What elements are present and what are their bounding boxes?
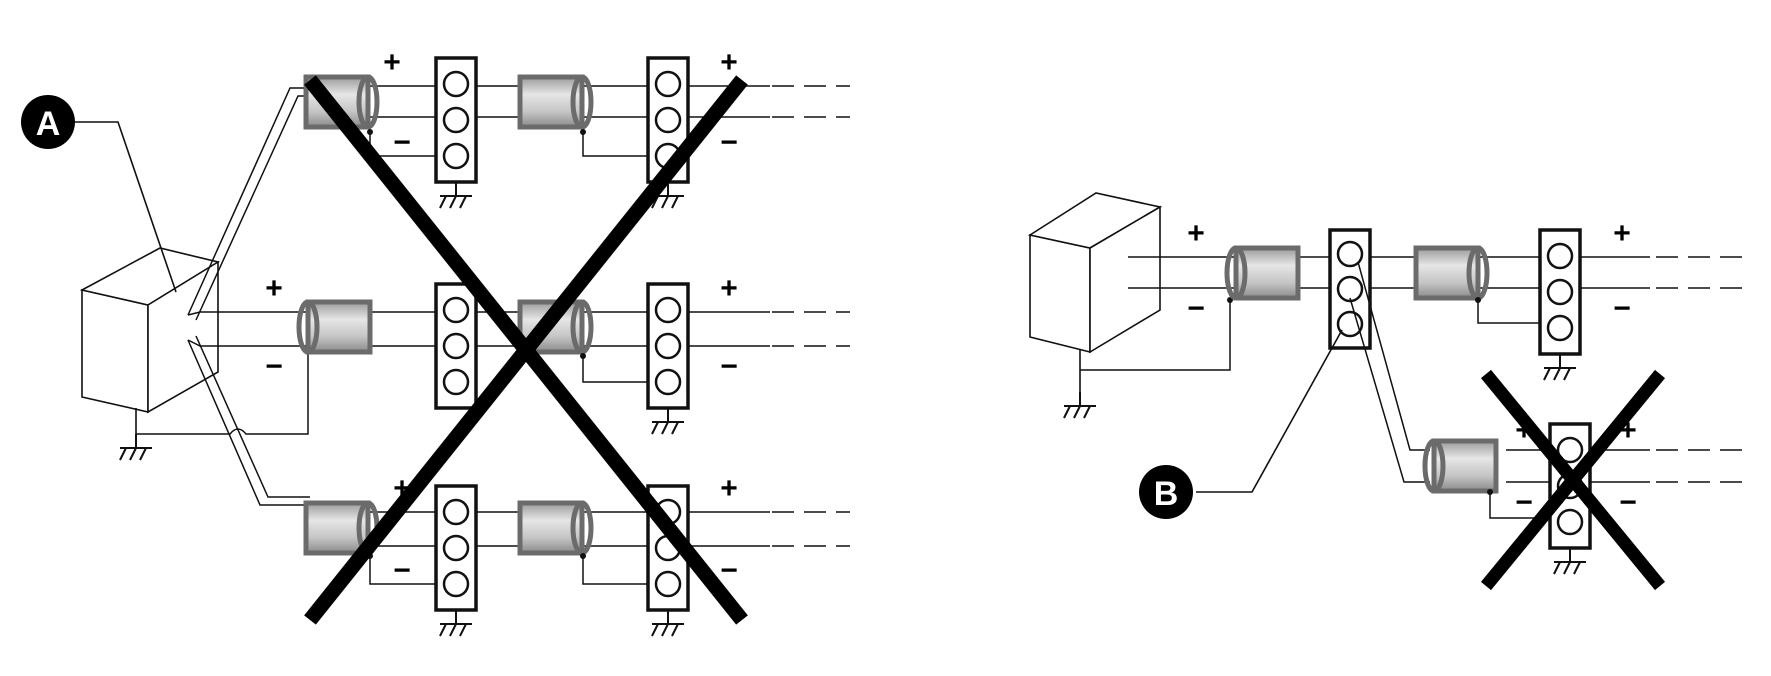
shielded-cable-icon: [299, 302, 370, 352]
shielded-cable-icon: [1425, 441, 1496, 491]
shielded-cable-icon: [1416, 248, 1487, 298]
ground-icon: [1553, 547, 1587, 575]
plus-sign: +: [1613, 217, 1631, 250]
shielded-cable-icon: [520, 503, 591, 553]
minus-sign: −: [720, 126, 738, 159]
ground-icon: [439, 181, 473, 209]
shielded-cable-icon: [520, 77, 591, 127]
junction-box-icon: [1027, 192, 1163, 354]
callout-a-label: A: [36, 105, 61, 143]
plus-sign: +: [265, 272, 283, 305]
callout-a: A: [21, 95, 177, 293]
right-diagram: + − + −: [1027, 192, 1745, 591]
minus-sign: −: [720, 554, 738, 587]
cross-out-icon: [304, 75, 748, 625]
minus-sign: −: [1619, 486, 1637, 519]
terminal-block-icon: [434, 282, 478, 410]
shielded-cable-icon: [1227, 248, 1298, 298]
cross-out-icon: [1480, 369, 1666, 591]
minus-sign: −: [720, 350, 738, 383]
ground-icon: [439, 609, 473, 637]
plus-sign: +: [720, 272, 738, 305]
row-top: + − + −: [306, 46, 850, 209]
plus-sign: +: [720, 472, 738, 505]
ground-icon: [651, 407, 685, 435]
terminal-block-icon: [434, 484, 478, 612]
terminal-block-icon: [1538, 228, 1582, 356]
terminal-block-icon: [1328, 228, 1372, 350]
callout-b: B: [1139, 329, 1343, 519]
box-ground-icon: [1063, 350, 1097, 419]
plus-sign: +: [1187, 217, 1205, 250]
minus-sign: −: [393, 554, 411, 587]
ground-icon: [651, 609, 685, 637]
left-diagram: + − + − + − + −: [21, 46, 850, 637]
terminal-block-icon: [646, 282, 690, 410]
minus-sign: −: [1187, 292, 1205, 325]
row-middle: + − + −: [187, 272, 850, 435]
minus-sign: −: [393, 126, 411, 159]
row-bottom: + − + −: [306, 472, 850, 637]
branch-cables: [187, 87, 310, 506]
box-ground-icon: [119, 408, 153, 461]
terminal-block-icon: [434, 56, 478, 184]
ground-icon: [1543, 353, 1577, 381]
plus-sign: +: [383, 46, 401, 79]
plus-sign: +: [720, 46, 738, 79]
minus-sign: −: [1613, 292, 1631, 325]
minus-sign: −: [265, 350, 283, 383]
callout-b-label: B: [1154, 475, 1179, 513]
minus-sign: −: [1515, 486, 1533, 519]
junction-box-icon: [79, 247, 221, 414]
